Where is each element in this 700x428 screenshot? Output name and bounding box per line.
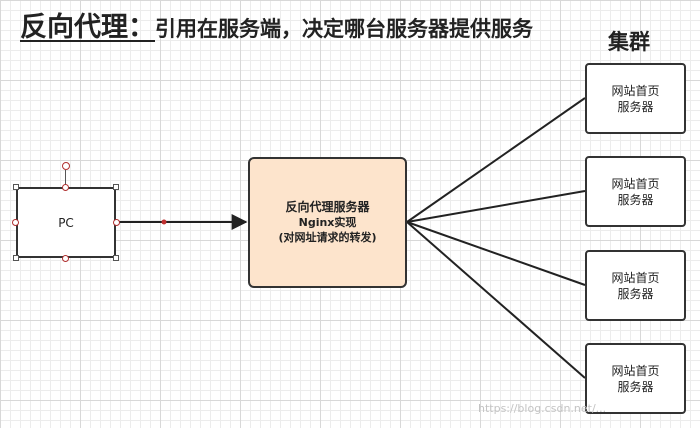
resize-handle-bottom-right[interactable]	[113, 255, 119, 261]
pc-label: PC	[58, 215, 74, 230]
resize-handle-bottom-left[interactable]	[13, 255, 19, 261]
arrow-waypoint-dot	[161, 219, 167, 225]
connection-point-top[interactable]	[62, 184, 69, 191]
server-label-line1: 网站首页	[611, 83, 660, 98]
server-node-4[interactable]: 网站首页 服务器	[585, 343, 686, 414]
resize-handle-top-right[interactable]	[113, 184, 119, 190]
server-label-line2: 服务器	[617, 192, 654, 207]
server-label-line1: 网站首页	[611, 176, 660, 191]
rotate-handle-stem	[65, 170, 66, 186]
watermark-url: https://blog.csdn.net/...	[478, 402, 607, 415]
diagram-title: 反向代理：引用在服务端，决定哪台服务器提供服务	[20, 5, 533, 44]
server-label-line1: 网站首页	[611, 270, 660, 285]
server-label-line1: 网站首页	[611, 363, 660, 378]
server-label-line2: 服务器	[617, 99, 654, 114]
pc-node[interactable]: PC	[16, 187, 116, 258]
server-node-3[interactable]: 网站首页 服务器	[585, 250, 686, 321]
proxy-to-server-3-line[interactable]	[406, 221, 586, 286]
server-node-2[interactable]: 网站首页 服务器	[585, 156, 686, 227]
connection-point-bottom[interactable]	[62, 255, 69, 262]
proxy-title: 反向代理服务器	[285, 200, 370, 214]
connection-point-right[interactable]	[113, 219, 120, 226]
proxy-subtitle: Nginx实现	[298, 216, 357, 229]
resize-handle-top-left[interactable]	[13, 184, 19, 190]
server-label-line2: 服务器	[617, 286, 654, 301]
title-main: 反向代理：	[20, 12, 155, 43]
title-subtitle: 引用在服务端，决定哪台服务器提供服务	[155, 17, 533, 41]
proxy-to-server-2-line[interactable]	[406, 190, 586, 223]
reverse-proxy-node[interactable]: 反向代理服务器 Nginx实现 (对网址请求的转发)	[248, 157, 407, 288]
server-node-1[interactable]: 网站首页 服务器	[585, 63, 686, 134]
server-label-line2: 服务器	[617, 379, 654, 394]
proxy-to-server-1-line[interactable]	[406, 97, 586, 223]
cluster-label: 集群	[608, 30, 650, 54]
connection-point-left[interactable]	[12, 219, 19, 226]
proxy-description: (对网址请求的转发)	[278, 231, 377, 244]
rotate-handle[interactable]	[62, 162, 70, 170]
proxy-to-server-4-line[interactable]	[406, 221, 586, 379]
